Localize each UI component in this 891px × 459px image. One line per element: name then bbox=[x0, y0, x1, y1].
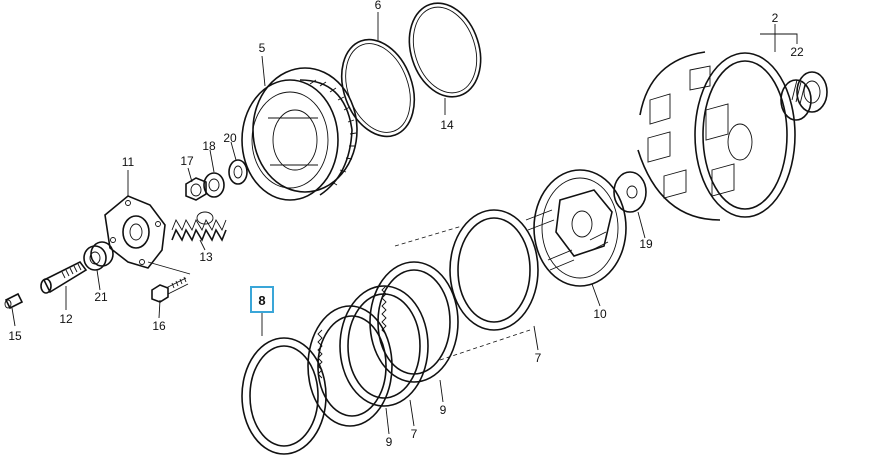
bolt-16 bbox=[147, 261, 191, 303]
label-5[interactable]: 5 bbox=[259, 41, 266, 55]
label-13[interactable]: 13 bbox=[199, 250, 213, 264]
leader-lines bbox=[11, 12, 798, 435]
pressure-plate-10 bbox=[525, 169, 627, 287]
bearing-21 bbox=[83, 241, 114, 271]
label-17[interactable]: 17 bbox=[180, 154, 194, 168]
label-19[interactable]: 19 bbox=[639, 237, 653, 251]
label-12[interactable]: 12 bbox=[59, 312, 73, 326]
friction-disc-7a bbox=[449, 209, 539, 331]
label-22[interactable]: 22 bbox=[790, 45, 804, 59]
label-14[interactable]: 14 bbox=[440, 118, 454, 132]
label-6[interactable]: 6 bbox=[375, 0, 382, 12]
washer-20 bbox=[228, 159, 248, 185]
bolt-17 bbox=[185, 177, 207, 201]
label-20[interactable]: 20 bbox=[223, 131, 237, 145]
clutch-outer-2 bbox=[637, 51, 796, 221]
highlight-box bbox=[250, 286, 274, 313]
washer-19 bbox=[613, 171, 647, 213]
washer-18 bbox=[203, 172, 225, 198]
clutch-plate-9a bbox=[307, 305, 393, 427]
label-7b[interactable]: 7 bbox=[411, 427, 418, 441]
pin-15 bbox=[4, 292, 24, 310]
clutch-center-5 bbox=[241, 67, 358, 201]
label-16[interactable]: 16 bbox=[152, 319, 166, 333]
label-18[interactable]: 18 bbox=[202, 139, 216, 153]
label-9b[interactable]: 9 bbox=[440, 403, 447, 417]
label-2[interactable]: 2 bbox=[772, 11, 779, 25]
lifter-rod-12 bbox=[40, 260, 88, 294]
label-11[interactable]: 11 bbox=[122, 155, 135, 169]
needle-bearing-22 bbox=[780, 71, 828, 121]
clutch-plate-9b bbox=[369, 261, 459, 383]
label-8[interactable]: 8 bbox=[258, 293, 265, 308]
friction-disc-8 bbox=[241, 337, 327, 455]
lifter-plate-11 bbox=[104, 195, 166, 269]
o-ring-14 bbox=[408, 2, 482, 98]
label-15[interactable]: 15 bbox=[8, 329, 22, 343]
label-10[interactable]: 10 bbox=[593, 307, 607, 321]
label-21[interactable]: 21 bbox=[94, 290, 108, 304]
label-9a[interactable]: 9 bbox=[386, 435, 393, 449]
clutch-spring-13 bbox=[171, 211, 227, 242]
label-7a[interactable]: 7 bbox=[535, 351, 542, 365]
